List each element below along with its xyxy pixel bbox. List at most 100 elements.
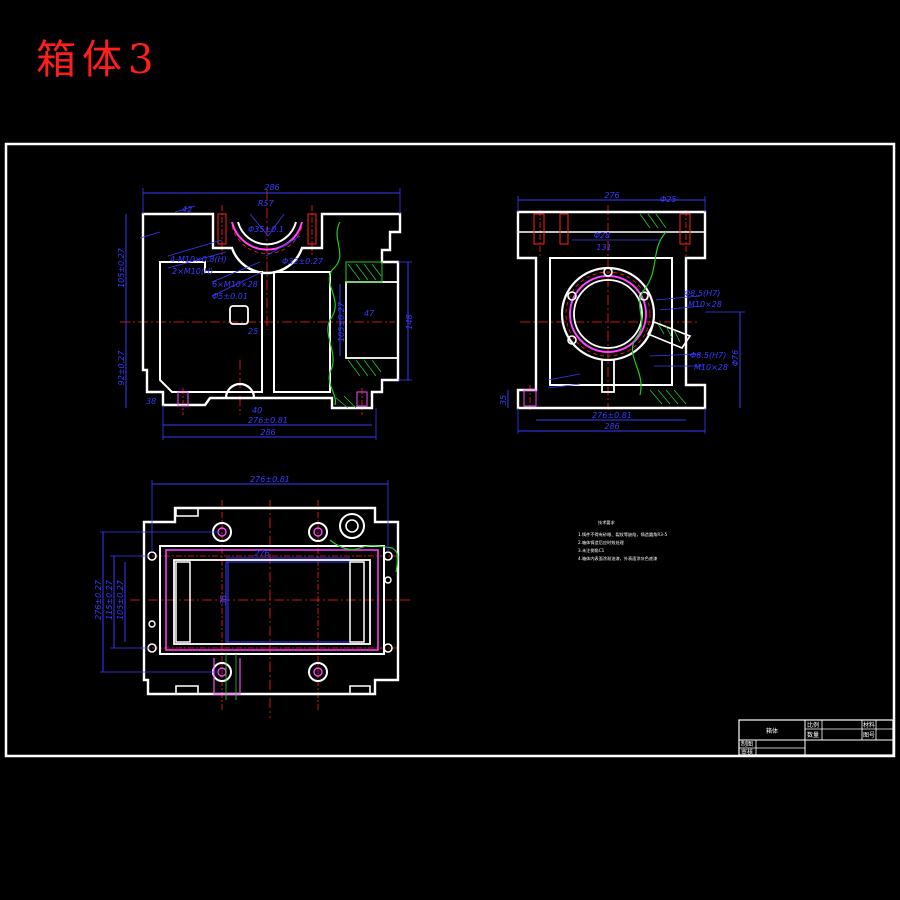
top-view: 276±0.81 276 276±0.27 115±0.27 105±0.27 … xyxy=(94,475,410,718)
hidden-line xyxy=(213,658,241,695)
dim-top-view-center-v: 38 xyxy=(219,595,228,605)
dim-top-view-left-2: 115±0.27 xyxy=(105,579,114,620)
side-window xyxy=(345,281,399,359)
section-hatch xyxy=(335,395,357,409)
dim-small-3: 38 xyxy=(146,397,156,406)
section-hatch xyxy=(657,323,681,343)
top-cavity-dim-box xyxy=(225,561,351,643)
dim-hole-1: Φ35±0.1 xyxy=(248,225,284,234)
dim-small-2: 40 xyxy=(252,406,262,415)
leader-line xyxy=(547,373,581,389)
dim-left-lower: 92±0.27 xyxy=(117,350,126,386)
dim-inner-v: 105±0.27 xyxy=(337,301,346,342)
title-block-name: 箱体 xyxy=(766,727,778,735)
top-rib xyxy=(175,561,191,643)
leader-line xyxy=(174,205,196,213)
oil-filler-boss xyxy=(339,513,365,539)
side-view: 276 Φ25 Φ28 131 Φ8.5(H7) M10×28 Φ8.5(H7)… xyxy=(499,191,745,434)
dim-side-inner-top: Φ28 xyxy=(594,231,610,240)
title-block-cell: 审核 xyxy=(741,748,753,756)
bolt-boss xyxy=(308,662,328,682)
oil-drain xyxy=(601,360,615,393)
dim-top-view-left-3: 105±0.27 xyxy=(116,579,125,620)
title-block: 箱体 比例 数量 材料 图号 制图 审核 xyxy=(738,719,894,756)
bearing-bore-inner xyxy=(573,279,643,349)
notes-item: 4.箱体内表面涂耐油漆，外表面涂灰色底漆 xyxy=(578,555,657,562)
bolt-hole xyxy=(567,335,577,345)
leader-line xyxy=(139,231,161,239)
bearing-seat-arc xyxy=(231,221,303,251)
dim-side-bottom-inner: 276±0.81 xyxy=(592,411,632,420)
dim-top-view-left-1: 276±0.27 xyxy=(94,579,103,620)
section-hatch xyxy=(347,359,382,377)
notes-heading: 技术要求 xyxy=(598,519,616,526)
title-block-cell: 数量 xyxy=(807,731,819,739)
drawing-title: 箱体3 xyxy=(36,37,160,83)
bolt-circle xyxy=(565,271,651,357)
leader-line xyxy=(249,213,285,237)
side-outline xyxy=(516,210,707,410)
notes-item: 1.铸件不得有砂眼、裂纹等缺陷，铸造圆角R3-5 xyxy=(578,531,667,538)
bolt-hole xyxy=(356,391,368,407)
front-inner-cavity xyxy=(273,271,331,393)
front-view: 286 276±0.81 286 105±0.27 92±0.27 42 4-M… xyxy=(117,183,414,440)
oil-filler-hole xyxy=(345,519,359,533)
leader-line xyxy=(649,295,704,367)
dim-top-slot: 42 xyxy=(182,205,192,214)
top-cavity xyxy=(173,559,371,645)
bolt-hole xyxy=(307,213,317,245)
foot-notch xyxy=(175,685,371,694)
dim-top-view-span: 276±0.81 xyxy=(250,475,290,484)
dim-side-bottom-total: 286 xyxy=(604,422,619,431)
top-rib xyxy=(349,561,365,643)
dim-hole-2: Φ32±0.27 xyxy=(282,257,324,266)
dim-side-left-h: 35 xyxy=(499,395,508,405)
bolt-hole xyxy=(567,291,577,301)
bolt-hole xyxy=(523,389,537,407)
notes-item: 3.未注倒角C1 xyxy=(578,547,605,554)
drain-pocket xyxy=(229,305,249,325)
dim-inner-1: 47 xyxy=(364,309,375,318)
dim-side-bore: Φ76 xyxy=(731,350,740,366)
dim-bolt-4: Φ5±0.01 xyxy=(212,292,248,301)
bolt-hole xyxy=(383,643,393,653)
bolt-hole xyxy=(217,213,227,245)
section-hatch xyxy=(345,261,383,283)
dim-bolt-r4: M10×28 xyxy=(694,363,728,372)
bolt-hole xyxy=(559,213,569,245)
oil-gauge-boss xyxy=(646,320,692,349)
technical-notes: 技术要求 1.铸件不得有砂眼、裂纹等缺陷，铸造圆角R3-5 2.箱体铸造后应时效… xyxy=(578,519,667,562)
dim-side-top-right: Φ25 xyxy=(660,195,676,204)
dim-small-1: 25 xyxy=(248,327,258,336)
bolt-hole xyxy=(313,667,323,677)
bolt-boss xyxy=(308,522,328,542)
dim-bolt-2: 2×M10(H) xyxy=(172,267,213,276)
bolt-hole xyxy=(639,291,649,301)
break-line xyxy=(327,221,341,406)
bolt-hole xyxy=(533,213,545,245)
section-hatch xyxy=(347,263,382,281)
section-hatch xyxy=(225,654,237,700)
dim-side-h: 148 xyxy=(405,314,414,329)
break-line xyxy=(631,231,667,396)
dim-side-inner-mid: 131 xyxy=(596,243,611,252)
section-hatch xyxy=(649,389,687,405)
notes-item: 2.箱体铸造后应时效处理 xyxy=(578,539,625,546)
dim-center-r: R57 xyxy=(258,199,275,208)
pin-hole xyxy=(148,620,156,628)
dim-bottom-span: 276±0.81 xyxy=(248,416,288,425)
section-hatch xyxy=(639,213,667,229)
dim-left-upper: 105±0.27 xyxy=(117,247,126,288)
bolt-hole xyxy=(177,391,189,407)
title-block-cell: 图号 xyxy=(863,732,875,739)
top-inner-hidden xyxy=(165,549,379,651)
top-inner-flange xyxy=(159,545,385,655)
front-inner-cavity xyxy=(159,261,263,393)
top-outline xyxy=(142,506,400,696)
foot-notch xyxy=(175,508,199,517)
dim-bolt-r2: M10×28 xyxy=(688,300,722,309)
bolt-hole xyxy=(313,527,323,537)
title-block-cell: 制图 xyxy=(741,740,753,748)
dim-bolt-r1: Φ8.5(H7) xyxy=(684,289,720,298)
